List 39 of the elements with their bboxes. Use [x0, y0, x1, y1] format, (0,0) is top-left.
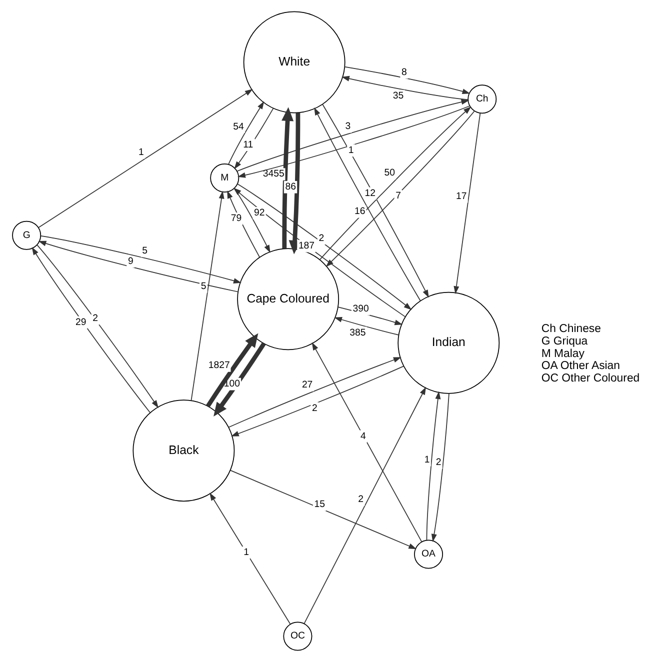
edge-label: 16: [354, 206, 366, 218]
edge-label: 2: [436, 457, 442, 468]
edge-label: 86: [285, 182, 296, 193]
edge-label: 2: [92, 313, 98, 324]
label: OA Other Asian: [541, 360, 620, 372]
edge-label: 15: [314, 499, 325, 510]
edge-label: 11: [243, 139, 254, 150]
edge-label: 12: [364, 188, 376, 199]
edge-label: 3: [345, 121, 351, 132]
edge-label: 390: [352, 304, 369, 315]
edge-label: 54: [233, 121, 244, 132]
label: G Griqua: [541, 336, 588, 348]
label: OC Other Coloured: [541, 372, 640, 384]
edge-label: 35: [392, 90, 404, 102]
edge-label: 5: [142, 245, 148, 256]
edge-label: 1: [244, 547, 249, 558]
label: M Malay: [541, 348, 584, 360]
edge-label: 1: [138, 146, 144, 158]
edge-label: 79: [230, 213, 242, 224]
edge-label: 50: [384, 168, 395, 179]
edge-label: 92: [254, 208, 265, 219]
edge-label: 1827: [208, 360, 230, 372]
edge-label: 29: [76, 316, 86, 328]
edge-label: 385: [350, 327, 366, 338]
edge-label: 5: [200, 280, 206, 292]
edge-label: 2: [318, 233, 324, 244]
edge-label: 3455: [262, 168, 284, 180]
edge-label: 1: [424, 454, 430, 466]
edge-label: 8: [402, 66, 407, 78]
edge-label: 17: [456, 191, 467, 202]
edge-label: 2: [358, 494, 364, 506]
edge-label: 1: [348, 144, 354, 156]
edge-label: 27: [302, 380, 313, 391]
edge-label: 9: [128, 256, 134, 268]
edge-label: 2: [312, 402, 318, 414]
edge-label: 7: [396, 190, 401, 202]
label: Ch Chinese: [541, 323, 601, 336]
edge-label: 4: [360, 430, 366, 442]
edge-label: 187: [298, 240, 315, 252]
